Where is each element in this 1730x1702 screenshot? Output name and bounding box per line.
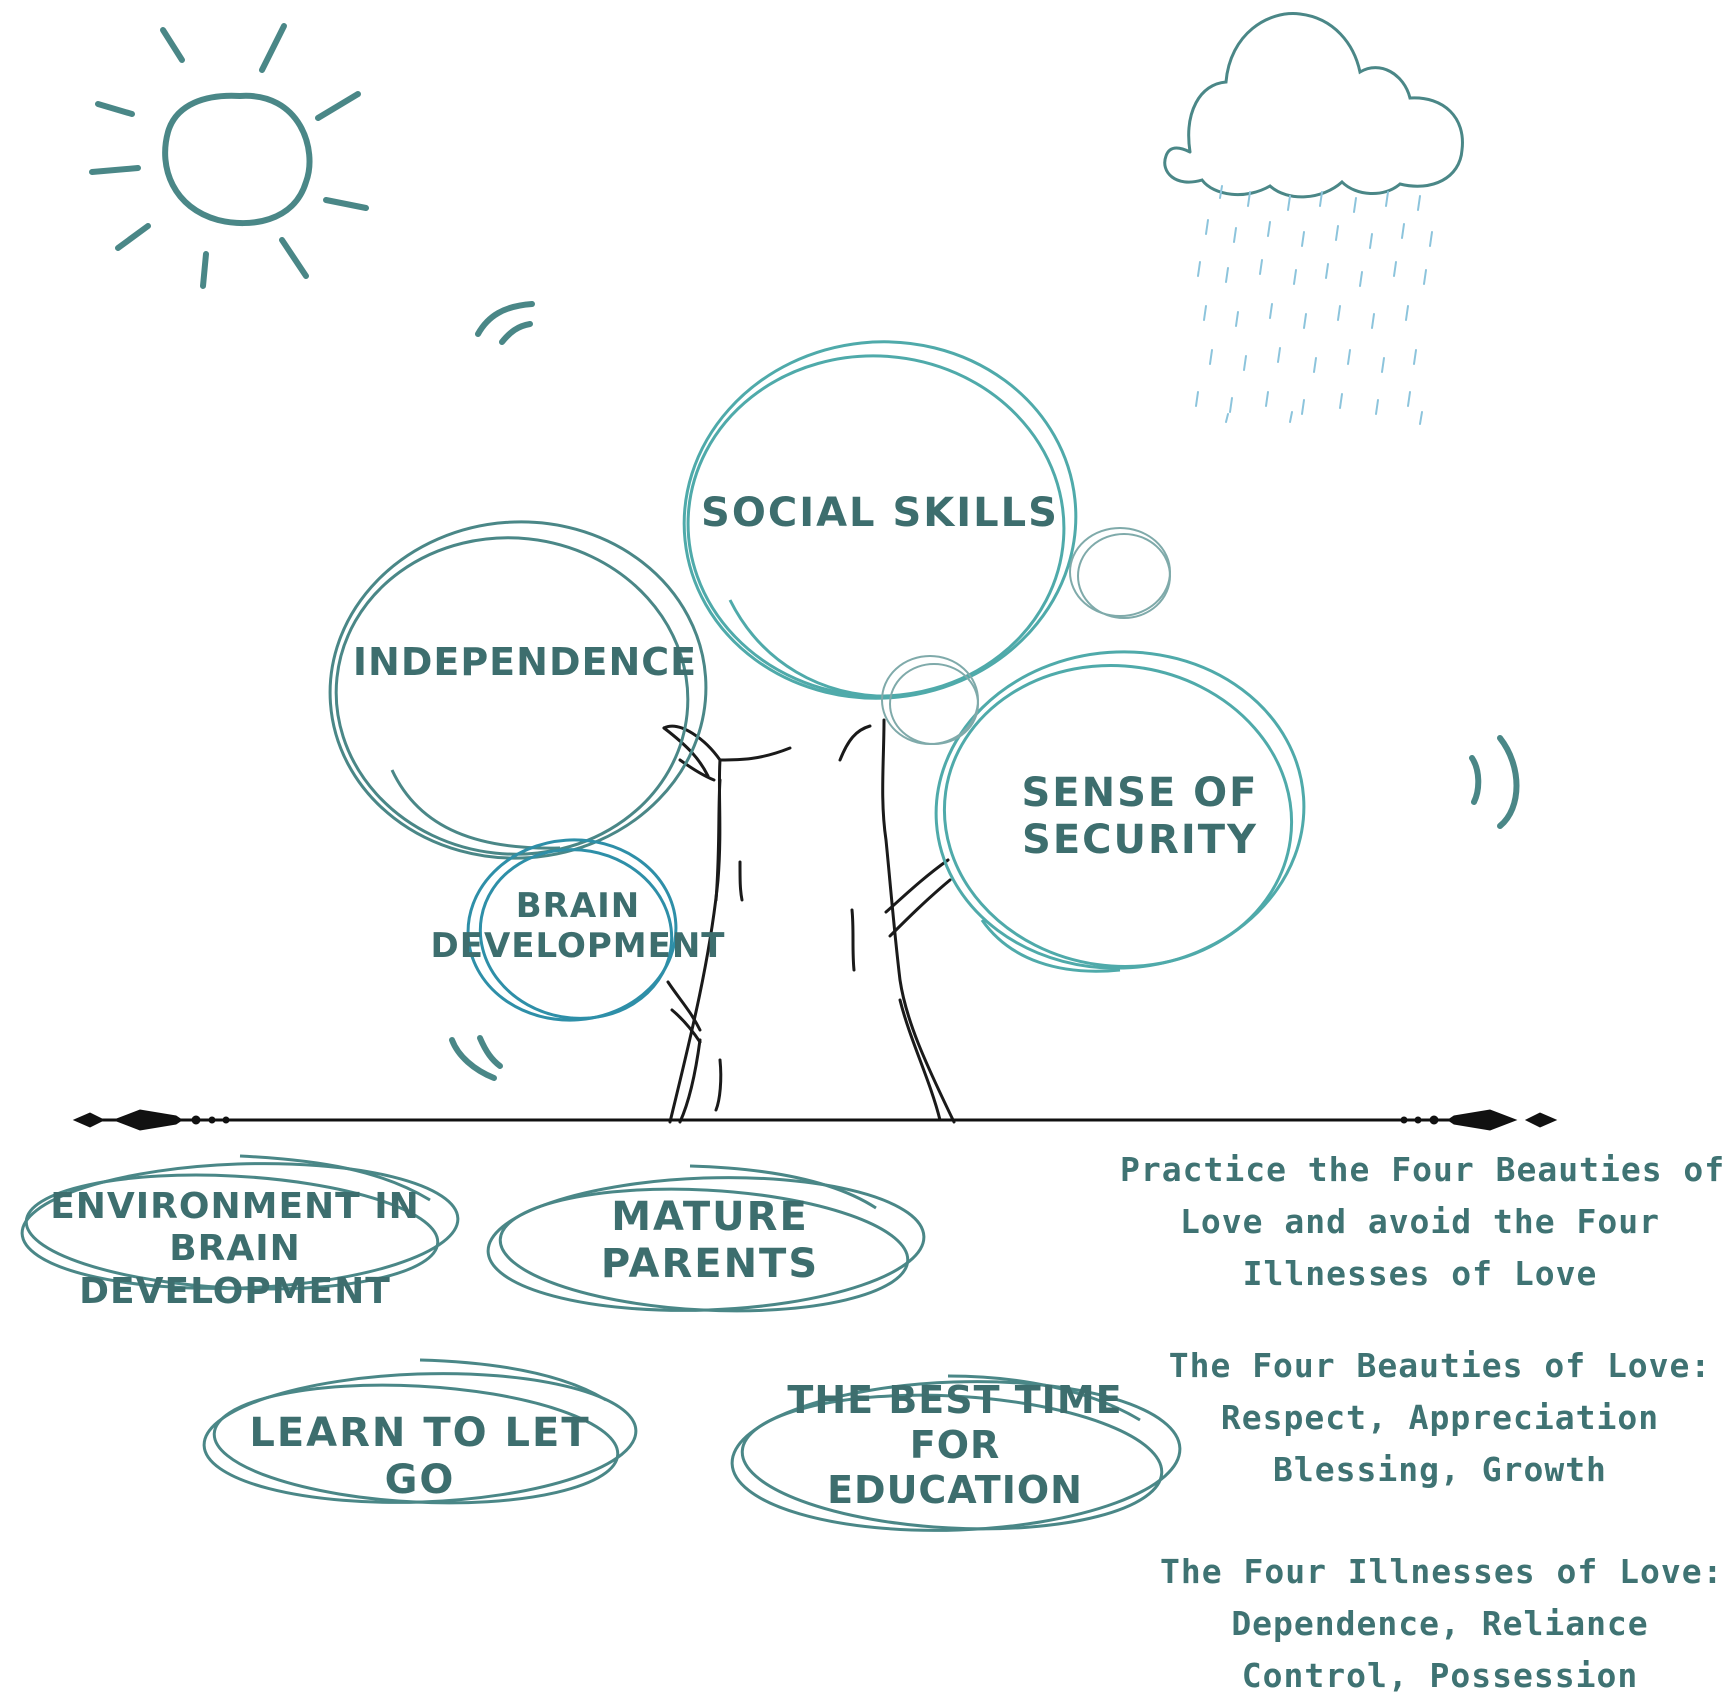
divider-ornament bbox=[72, 1109, 1558, 1131]
illnesses-line-1: Dependence, Reliance bbox=[1231, 1604, 1649, 1643]
motion-marks bbox=[449, 301, 1520, 1081]
beauties-line-2: Blessing, Growth bbox=[1273, 1450, 1607, 1489]
label-social-skills: SOCIAL SKILLS bbox=[700, 490, 1060, 537]
label-sense-of-security: SENSE OF SECURITY bbox=[1000, 770, 1280, 864]
oval-learn-to-let-go bbox=[202, 1358, 638, 1505]
security-text: SECURITY bbox=[1022, 817, 1258, 864]
environment-line-2: BRAIN bbox=[169, 1228, 301, 1270]
environment-line-1: ENVIRONMENT IN bbox=[50, 1186, 420, 1227]
oval-mature-parents bbox=[486, 1164, 926, 1313]
learn-to-let-text: LEARN TO LET bbox=[249, 1410, 591, 1456]
illnesses-heading: The Four Illnesses of Love: bbox=[1160, 1552, 1724, 1591]
label-independence: INDEPENDENCE bbox=[340, 640, 710, 685]
beauties-line-1: Respect, Appreciation bbox=[1220, 1398, 1660, 1437]
bubble-brain-development bbox=[466, 838, 678, 1022]
sun-icon bbox=[89, 23, 369, 289]
label-environment: ENVIRONMENT IN BRAIN DEVELOPMENT bbox=[30, 1186, 440, 1313]
best-time-line-1: THE BEST TIME bbox=[787, 1378, 1123, 1422]
oval-best-time bbox=[730, 1374, 1182, 1532]
note-practice: Practice the Four Beauties of Love and a… bbox=[1120, 1144, 1726, 1300]
illnesses-line-2: Control, Possession bbox=[1241, 1656, 1639, 1695]
beauties-heading: The Four Beauties of Love: bbox=[1168, 1346, 1712, 1385]
go-text: GO bbox=[384, 1457, 456, 1504]
bubble-social-skills bbox=[682, 340, 1078, 700]
note-four-illnesses: The Four Illnesses of Love: Dependence, … bbox=[1160, 1546, 1724, 1702]
environment-line-3: DEVELOPMENT bbox=[79, 1270, 391, 1312]
best-time-line-2: FOR bbox=[909, 1422, 1001, 1467]
bubble-sense-of-security bbox=[934, 650, 1306, 973]
label-best-time: THE BEST TIME FOR EDUCATION bbox=[770, 1378, 1140, 1512]
bubble-independence bbox=[328, 520, 708, 860]
sense-of-text: SENSE OF bbox=[1021, 770, 1259, 816]
brain-text: BRAIN bbox=[515, 886, 641, 926]
tree-trunk bbox=[662, 718, 956, 1124]
rain-icon bbox=[1195, 185, 1433, 425]
cloud-icon bbox=[1163, 12, 1464, 199]
oval-environment bbox=[20, 1154, 460, 1291]
practice-line-2: Love and avoid the Four bbox=[1180, 1202, 1660, 1241]
label-brain-development: BRAIN DEVELOPMENT bbox=[418, 886, 738, 966]
label-mature-parents: MATURE PARENTS bbox=[560, 1194, 860, 1288]
development-text: DEVELOPMENT bbox=[430, 926, 726, 967]
decorative-small-circles bbox=[881, 527, 1171, 745]
parents-text: PARENTS bbox=[600, 1241, 820, 1288]
practice-line-1: Practice the Four Beauties of bbox=[1120, 1150, 1726, 1189]
label-learn-to-let-go: LEARN TO LET GO bbox=[240, 1410, 600, 1504]
independence-text: INDEPENDENCE bbox=[352, 640, 698, 684]
best-time-line-3: EDUCATION bbox=[827, 1467, 1083, 1512]
social-skills-text: SOCIAL SKILLS bbox=[701, 490, 1059, 536]
mature-text: MATURE bbox=[611, 1194, 809, 1240]
practice-line-3: Illnesses of Love bbox=[1242, 1254, 1598, 1293]
note-four-beauties: The Four Beauties of Love: Respect, Appr… bbox=[1160, 1340, 1720, 1496]
